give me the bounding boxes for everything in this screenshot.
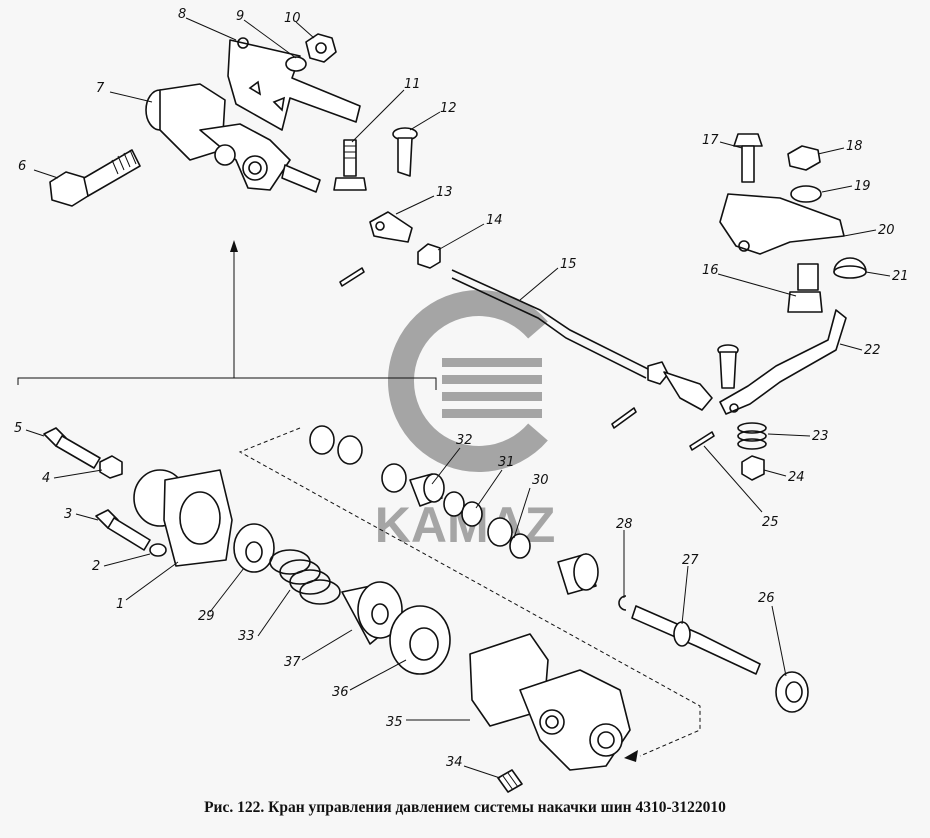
callout-labels: 6 7 8 9 10 11 12 13 14 15 16 17 18 19 20… — [14, 7, 909, 770]
seal-ring-e — [487, 517, 513, 547]
figure-caption: Рис. 122. Кран управления давлением сист… — [204, 799, 726, 816]
callout-2: 2 — [92, 559, 100, 574]
callout-27: 27 — [682, 553, 699, 568]
part-9-washer — [285, 56, 307, 72]
part-2-washer — [149, 543, 167, 557]
part-33-spring — [269, 549, 341, 605]
part-37-bushing — [341, 581, 405, 645]
part-22-lever — [719, 309, 847, 415]
pin-upper-right — [717, 344, 739, 389]
callout-32: 32 — [456, 433, 473, 448]
callout-7: 7 — [96, 81, 105, 96]
part-25-cotter-pin — [689, 431, 715, 451]
callout-5: 5 — [14, 421, 22, 436]
callout-24: 24 — [788, 470, 805, 485]
callout-36: 36 — [332, 685, 349, 700]
part-6-bolt — [49, 149, 141, 207]
part-31-ring — [461, 501, 483, 527]
seal-ring-a — [309, 425, 335, 455]
callout-16: 16 — [702, 263, 719, 278]
part-18-nut — [787, 145, 821, 171]
callout-18: 18 — [846, 139, 863, 154]
part-24-nut — [741, 455, 765, 481]
callout-20: 20 — [878, 223, 895, 238]
callout-4: 4 — [42, 471, 50, 486]
part-16-bolt — [787, 263, 823, 313]
part-20-bracket — [719, 193, 845, 255]
callout-12: 12 — [440, 101, 457, 116]
callout-30: 30 — [532, 473, 549, 488]
part-14-nut — [417, 243, 441, 269]
callout-31: 31 — [498, 455, 515, 470]
assembly-bracket-line — [17, 240, 437, 390]
callout-11: 11 — [404, 77, 421, 92]
part-17-bolt — [733, 133, 763, 183]
seal-ring-b — [337, 435, 363, 465]
callout-29: 29 — [198, 609, 215, 624]
part-19-washer — [790, 185, 822, 203]
callout-33: 33 — [238, 629, 255, 644]
part-10-nut — [305, 33, 337, 63]
seal-ring-d — [443, 491, 465, 517]
sleeve-right — [557, 553, 599, 595]
part-26-plug — [775, 671, 809, 713]
callout-3: 3 — [64, 507, 72, 522]
callout-35: 35 — [386, 715, 403, 730]
part-12-pin — [392, 127, 418, 177]
part-7-valve-body — [145, 83, 321, 193]
callout-37: 37 — [284, 655, 301, 670]
seal-ring-c — [381, 463, 407, 493]
part-32-sleeve — [409, 473, 445, 507]
callout-1: 1 — [116, 597, 124, 612]
part-34-set-screw — [497, 769, 523, 793]
callout-19: 19 — [854, 179, 871, 194]
part-28-retaining-ring — [618, 595, 627, 611]
callout-13: 13 — [436, 185, 453, 200]
part-21-knob — [833, 257, 867, 279]
part-35-housing — [469, 633, 631, 771]
part-5-bolt — [43, 427, 101, 469]
part-4-nut — [99, 455, 123, 479]
cotter-pin-right — [611, 407, 637, 429]
part-36-diaphragm — [389, 605, 451, 675]
part-1-cover — [133, 469, 233, 567]
cotter-pin — [339, 267, 365, 287]
callout-9: 9 — [236, 9, 244, 24]
assembly-path — [238, 427, 701, 757]
callout-34: 34 — [446, 755, 463, 770]
callout-8: 8 — [178, 7, 186, 22]
callout-21: 21 — [892, 269, 909, 284]
part-13-fork — [369, 211, 413, 243]
callout-25: 25 — [762, 515, 779, 530]
callout-28: 28 — [616, 517, 633, 532]
part-23-spring — [737, 422, 767, 450]
leader-lines — [25, 17, 891, 779]
callout-23: 23 — [812, 429, 829, 444]
part-15-rod — [451, 269, 713, 411]
callout-6: 6 — [18, 159, 26, 174]
callout-14: 14 — [486, 213, 503, 228]
assembly-arrowhead — [624, 750, 638, 762]
part-3-bolt — [95, 509, 151, 551]
callout-10: 10 — [284, 11, 301, 26]
callout-22: 22 — [864, 343, 881, 358]
part-29-plate — [233, 523, 275, 573]
callout-17: 17 — [702, 133, 719, 148]
callout-15: 15 — [560, 257, 577, 272]
part-27-stem — [631, 605, 761, 675]
callout-26: 26 — [758, 591, 775, 606]
part-30-ring — [509, 533, 531, 559]
part-11-bolt — [333, 139, 367, 191]
part-8-bracket — [227, 37, 361, 131]
